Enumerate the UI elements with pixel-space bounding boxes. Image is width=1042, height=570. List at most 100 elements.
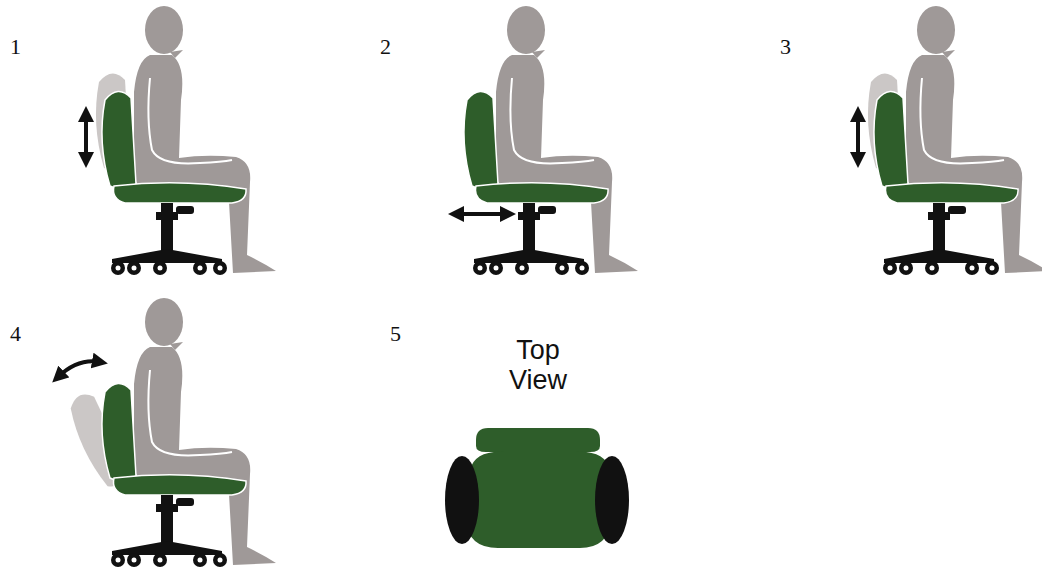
person-body [496, 55, 638, 273]
person-head [917, 6, 955, 54]
person-arm-outline [510, 78, 594, 163]
seated-figure [86, 6, 276, 275]
wheel-hub [494, 266, 499, 271]
chair-wheel [883, 261, 897, 275]
chair-wheel [965, 261, 979, 275]
wheel-hub [158, 266, 163, 271]
chair-wheel [193, 553, 207, 567]
chair-mechanism [156, 212, 178, 220]
chair-mechanism [518, 212, 540, 220]
top-view-backrest [476, 428, 600, 452]
chair-wheel [111, 553, 125, 567]
top-view-seat [466, 452, 612, 548]
chair-wheel [127, 553, 141, 567]
chair-wheel [489, 261, 503, 275]
chair-lever [176, 498, 194, 506]
panel-number: 5 [390, 323, 401, 345]
wheel-hub [930, 266, 935, 271]
chair-wheel [213, 261, 227, 275]
chair-post [933, 203, 945, 253]
chair-base [112, 541, 222, 555]
wheel-hub [198, 558, 203, 563]
chair-wheel [153, 553, 167, 567]
chair-mechanism [156, 504, 178, 512]
panel-number: 3 [780, 36, 791, 58]
wheel-hub [198, 266, 203, 271]
wheel-hub [904, 266, 909, 271]
chair-wheel [153, 261, 167, 275]
person-head [507, 6, 545, 54]
chair-backrest [874, 91, 908, 189]
seated-figure [58, 298, 276, 567]
top-view-chair [445, 428, 629, 548]
wheel-hub [888, 266, 893, 271]
chair-seat [885, 183, 1018, 203]
person-body [906, 55, 1042, 273]
chair-wheel [127, 261, 141, 275]
chair-base [884, 249, 994, 263]
chair-wheel [111, 261, 125, 275]
chair-lever [948, 206, 966, 214]
chair-mechanism [928, 212, 950, 220]
wheel-hub [116, 266, 121, 271]
panel-number: 1 [10, 36, 21, 58]
chair-wheel [213, 553, 227, 567]
person-body [134, 347, 276, 565]
height-arrow [84, 114, 88, 160]
panel-number: 2 [380, 36, 391, 58]
chair-lever [176, 206, 194, 214]
chair-wheel [193, 261, 207, 275]
chair-wheel [899, 261, 913, 275]
chair-base [474, 249, 584, 263]
person-nose [942, 50, 955, 58]
wheel-hub [116, 558, 121, 563]
chair-base [112, 249, 222, 263]
person-nose [170, 50, 183, 58]
wheel-hub [970, 266, 975, 271]
top-view-armrest [595, 456, 629, 544]
chair-post [161, 203, 173, 253]
wheel-hub [478, 266, 483, 271]
chair-wheel [473, 261, 487, 275]
chair-wheel [555, 261, 569, 275]
chair-wheel [925, 261, 939, 275]
seated-figure [858, 6, 1042, 275]
wheel-hub [132, 558, 137, 563]
wheel-hub [218, 558, 223, 563]
person-head [145, 6, 183, 54]
wheel-hub [158, 558, 163, 563]
chair-post [161, 495, 173, 545]
chair-post [523, 203, 535, 253]
person-arm-outline [920, 78, 1004, 163]
top-view-armrest [445, 456, 479, 544]
chair-backrest [102, 383, 136, 481]
person-arm-outline [148, 370, 232, 455]
wheel-hub [990, 266, 995, 271]
person-arm-outline [148, 78, 232, 163]
chair-lever [538, 206, 556, 214]
chair-seat [475, 183, 608, 203]
wheel-hub [218, 266, 223, 271]
chair-wheel [985, 261, 999, 275]
person-nose [170, 342, 183, 350]
chair-backrest [464, 91, 498, 189]
wheel-hub [580, 266, 585, 271]
height-arrow [856, 114, 860, 160]
view-caption: Top View [498, 336, 578, 395]
chair-backrest [102, 91, 136, 189]
wheel-hub [520, 266, 525, 271]
person-nose [532, 50, 545, 58]
chair-wheel [515, 261, 529, 275]
chair-seat [113, 475, 246, 495]
panel-number: 4 [10, 323, 21, 345]
person-head [145, 298, 183, 346]
tilt-arrow [58, 361, 100, 377]
depth-arrow [456, 212, 508, 216]
wheel-hub [132, 266, 137, 271]
chair-wheel [575, 261, 589, 275]
seated-figure [456, 6, 638, 275]
wheel-hub [560, 266, 565, 271]
person-body [134, 55, 276, 273]
